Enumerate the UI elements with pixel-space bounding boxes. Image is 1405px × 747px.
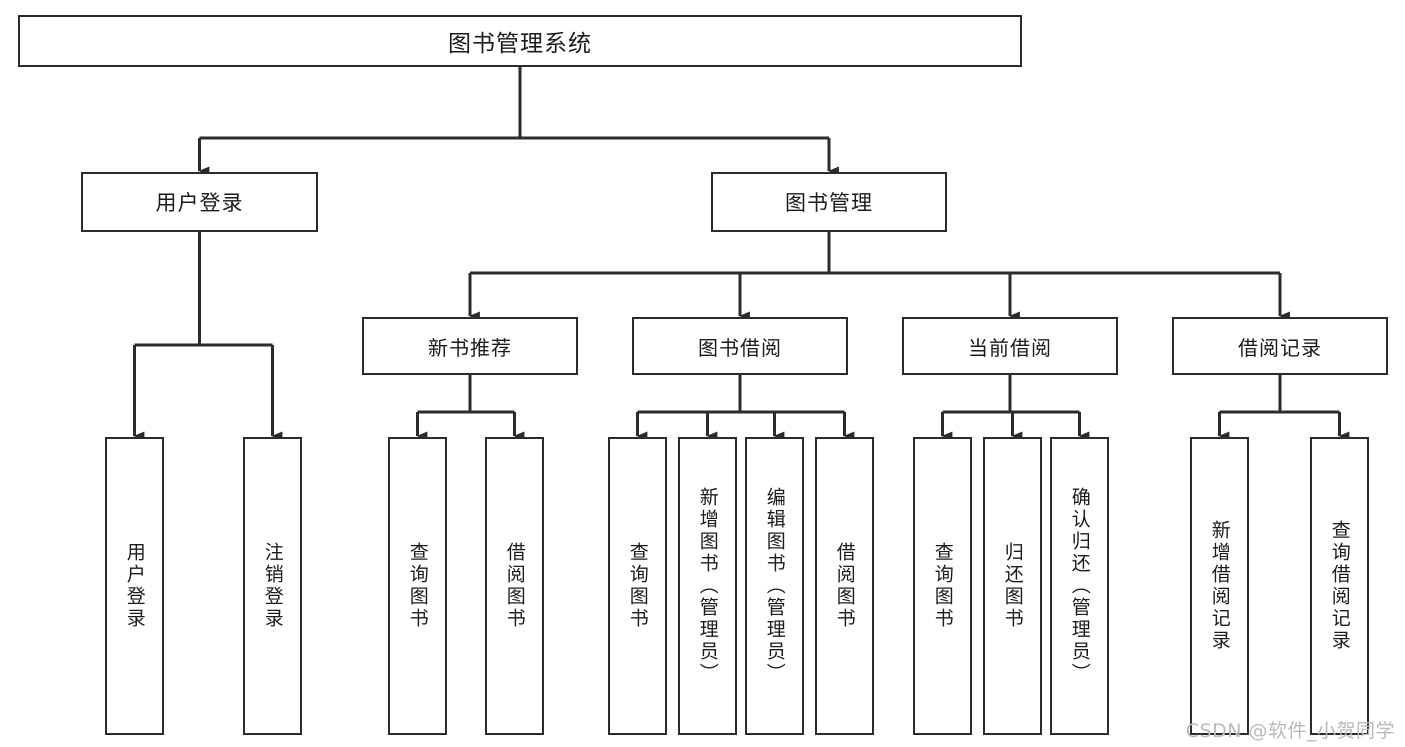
node-leaf-confirm-return-admin-label: 确认归还（管理员） [1068, 487, 1091, 685]
node-user-login[interactable]: 用户登录 [81, 172, 318, 232]
node-leaf-user-login[interactable]: 用户登录 [105, 437, 164, 735]
node-book-borrow[interactable]: 图书借阅 [632, 317, 848, 375]
node-borrow-record-label: 借阅记录 [1238, 335, 1322, 360]
node-leaf-add-book-admin-label: 新增图书（管理员） [696, 487, 719, 685]
node-leaf-query-borrow-record[interactable]: 查询借阅记录 [1310, 437, 1369, 735]
node-leaf-edit-book-admin-label: 编辑图书（管理员） [763, 487, 786, 685]
node-leaf-query-book-current-label: 查询图书 [931, 542, 954, 630]
node-user-login-label: 用户登录 [155, 191, 244, 215]
node-book-manage-label: 图书管理 [785, 191, 873, 215]
node-new-book-recommend-label: 新书推荐 [428, 335, 512, 360]
node-leaf-return-book[interactable]: 归还图书 [983, 437, 1042, 735]
node-leaf-query-book-recommend-label: 查询图书 [406, 542, 429, 630]
node-root-label: 图书管理系统 [448, 31, 592, 57]
node-leaf-add-borrow-record[interactable]: 新增借阅记录 [1190, 437, 1249, 735]
node-current-borrow-label: 当前借阅 [968, 335, 1052, 360]
node-leaf-query-book-borrow[interactable]: 查询图书 [608, 437, 667, 735]
node-leaf-borrow-book[interactable]: 借阅图书 [815, 437, 874, 735]
node-root[interactable]: 图书管理系统 [18, 15, 1022, 67]
node-leaf-edit-book-admin[interactable]: 编辑图书（管理员） [745, 437, 804, 735]
node-new-book-recommend[interactable]: 新书推荐 [362, 317, 578, 375]
node-leaf-confirm-return-admin[interactable]: 确认归还（管理员） [1050, 437, 1109, 735]
node-book-manage[interactable]: 图书管理 [711, 172, 947, 232]
node-book-borrow-label: 图书借阅 [698, 335, 782, 360]
node-leaf-user-logout-label: 注销登录 [261, 542, 284, 630]
node-leaf-return-book-label: 归还图书 [1001, 542, 1024, 630]
node-leaf-borrow-book-recommend-label: 借阅图书 [503, 542, 526, 630]
node-leaf-query-book-borrow-label: 查询图书 [626, 542, 649, 630]
node-leaf-add-book-admin[interactable]: 新增图书（管理员） [678, 437, 737, 735]
node-leaf-borrow-book-recommend[interactable]: 借阅图书 [485, 437, 544, 735]
node-current-borrow[interactable]: 当前借阅 [902, 317, 1118, 375]
node-leaf-query-borrow-record-label: 查询借阅记录 [1328, 520, 1351, 652]
node-leaf-query-book-recommend[interactable]: 查询图书 [388, 437, 447, 735]
node-leaf-user-login-label: 用户登录 [123, 542, 146, 630]
node-leaf-borrow-book-label: 借阅图书 [833, 542, 856, 630]
node-leaf-user-logout[interactable]: 注销登录 [243, 437, 302, 735]
watermark: CSDN @软件_小贺同学 [1185, 720, 1395, 742]
node-leaf-add-borrow-record-label: 新增借阅记录 [1208, 520, 1231, 652]
node-borrow-record[interactable]: 借阅记录 [1172, 317, 1388, 375]
node-leaf-query-book-current[interactable]: 查询图书 [913, 437, 972, 735]
